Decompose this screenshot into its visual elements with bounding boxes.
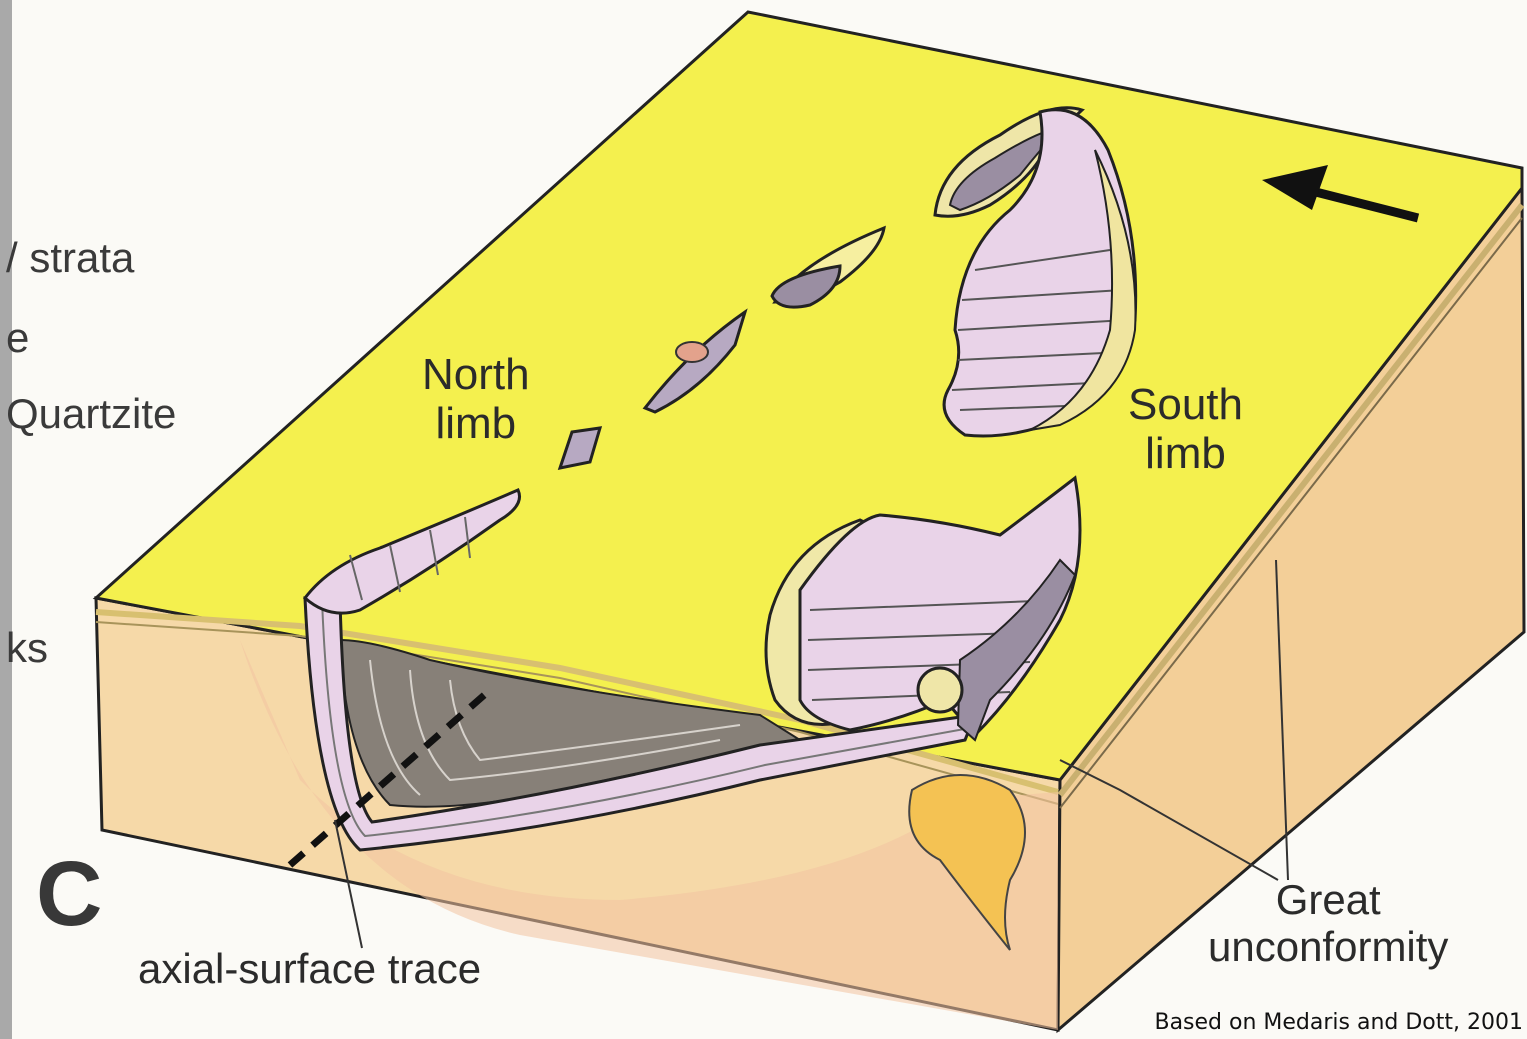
south-limb-knob: [918, 668, 962, 712]
panel-letter: C: [36, 842, 102, 947]
source-credit: Based on Medaris and Dott, 2001: [1154, 1010, 1523, 1035]
south-limb-label: South limb: [1128, 380, 1243, 479]
axial-surface-trace-label: axial-surface trace: [138, 945, 481, 992]
legend-item-strata: / strata: [6, 234, 134, 282]
great-unconformity-label: Great unconformity: [1208, 876, 1448, 970]
legend-item-quartzite: Quartzite: [6, 390, 176, 438]
north-limb-label: North limb: [422, 350, 530, 449]
north-lens-2-spot: [676, 342, 708, 362]
legend-item-ks: ks: [6, 624, 48, 672]
legend-item-e: e: [6, 314, 29, 362]
